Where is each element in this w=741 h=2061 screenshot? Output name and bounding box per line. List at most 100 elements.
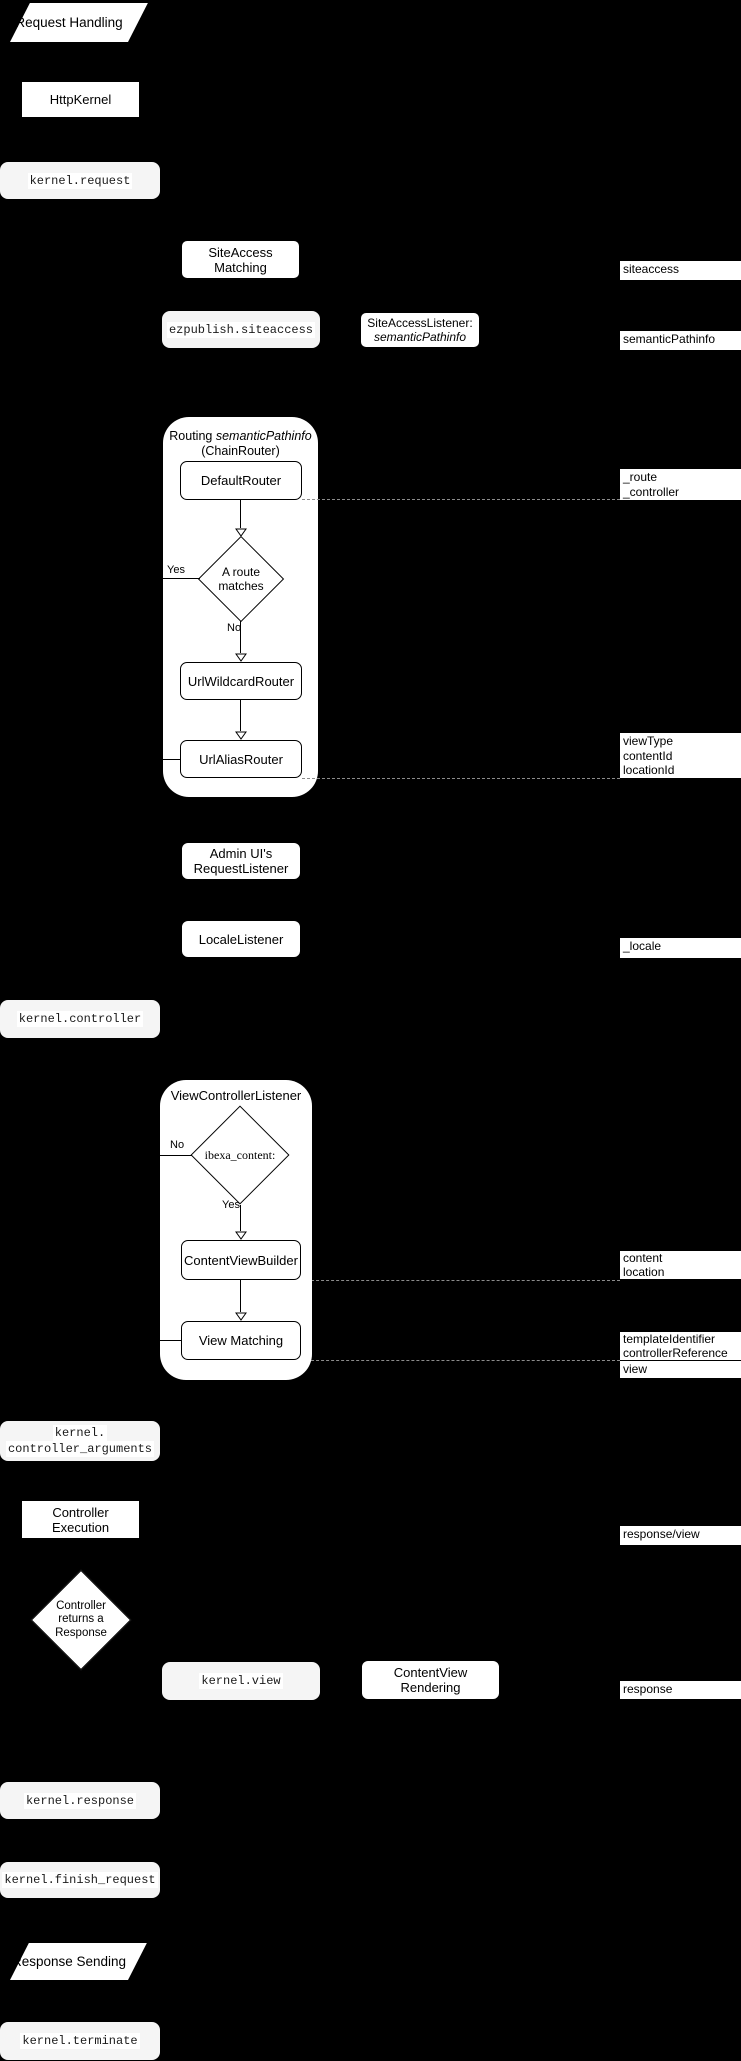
response-sending-label: Response Sending (11, 1954, 127, 1969)
kernel-view-label: kernel.view (199, 1673, 283, 1689)
siteaccess-listener-line1: SiteAccessListener: (367, 316, 473, 330)
contentview-rendering-node: ContentView Rendering (361, 1660, 500, 1700)
kernel-view-event: kernel.view (162, 1662, 320, 1700)
route-matches-decision: A route matches (197, 535, 285, 623)
response-sending-node: Response Sending (10, 1943, 147, 1980)
connector-line (240, 1280, 241, 1312)
kernel-terminate-event: kernel.terminate (0, 2022, 160, 2060)
view-annotation: view (620, 1361, 741, 1378)
routing-title-subtitle: (ChainRouter) (201, 444, 280, 458)
ibexa-content-decision: ibexa_content: (190, 1105, 290, 1205)
arrowhead-down-icon (235, 1231, 247, 1240)
view-annotation-text: view (623, 1362, 648, 1376)
http-kernel-label: HttpKernel (49, 92, 112, 107)
kernel-controller-event: kernel.controller (0, 1000, 160, 1038)
contentview-rendering-label: ContentView Rendering (393, 1665, 468, 1695)
view-controller-group-title: ViewControllerListener (170, 1088, 302, 1103)
arrowhead-down-icon (235, 653, 247, 662)
routing-group-title: Routing semanticPathinfo (ChainRouter) (163, 429, 318, 459)
connector-line (240, 500, 241, 528)
view-matching-label: View Matching (198, 1333, 284, 1348)
siteaccess-listener-line2: semanticPathinfo (373, 330, 467, 344)
kernel-request-label: kernel.request (27, 172, 133, 189)
admin-ui-request-listener-node: Admin UI's RequestListener (181, 842, 301, 880)
controller-reference-annotation-text: controllerReference (623, 1345, 728, 1360)
admin-ui-line2: RequestListener (193, 861, 289, 876)
locale-annotation: _locale (620, 938, 741, 958)
content-location-annotation: content location (620, 1251, 741, 1279)
siteaccess-listener-node: SiteAccessListener: semanticPathinfo (360, 312, 480, 348)
locale-listener-node: LocaleListener (181, 920, 301, 958)
controller-returns-line2: returns a (58, 1613, 104, 1626)
connector-line (160, 1155, 192, 1156)
viewtype-annotation: viewType contentId locationId (620, 733, 741, 778)
route-annotation-text: _route (623, 470, 658, 484)
siteaccess-matching-label: SiteAccess Matching (208, 244, 273, 275)
ezpublish-siteaccess-event: ezpublish.siteaccess (162, 311, 320, 348)
content-annotation-text: content (623, 1251, 663, 1265)
admin-ui-line1: Admin UI's (209, 846, 273, 861)
route-matches-yes-label: Yes (167, 564, 185, 576)
controller-execution-label: Controller Execution (51, 1504, 110, 1535)
controller-returns-decision: Controller returns a Response (30, 1569, 132, 1671)
content-view-builder-node: ContentViewBuilder (181, 1240, 301, 1280)
locationid-annotation-text: locationId (623, 763, 675, 777)
kernel-controller-arguments-line1: kernel. (52, 1425, 108, 1441)
controller-returns-line1: Controller (56, 1599, 106, 1612)
routing-title-italic: semanticPathinfo (215, 429, 312, 443)
locale-annotation-text: _locale (623, 939, 662, 953)
kernel-response-label: kernel.response (23, 1792, 137, 1809)
response-view-annotation: response/view (620, 1526, 741, 1545)
connector-line (240, 621, 241, 653)
arrowhead-down-icon (235, 528, 247, 537)
viewtype-annotation-text: viewType (623, 734, 674, 748)
url-wildcard-router-label: UrlWildcardRouter (187, 673, 295, 689)
dashed-connector (302, 499, 620, 500)
template-controller-annotation: templateIdentifier controllerReference (620, 1332, 741, 1360)
request-handling-label: Request Handling (15, 15, 123, 30)
connector-line (163, 578, 200, 579)
url-alias-router-label: UrlAliasRouter (199, 751, 283, 767)
contentid-annotation-text: contentId (623, 748, 673, 763)
semantic-pathinfo-annotation-text: semanticPathinfo (623, 332, 716, 346)
kernel-finish-request-event: kernel.finish_request (0, 1862, 160, 1898)
url-alias-router-node: UrlAliasRouter (180, 740, 302, 778)
connector-line (163, 759, 180, 760)
semantic-pathinfo-annotation: semanticPathinfo (620, 331, 741, 350)
response-annotation-text: response (623, 1682, 673, 1696)
dashed-connector (301, 1360, 620, 1361)
ezpublish-siteaccess-label: ezpublish.siteaccess (166, 321, 316, 338)
connector-line (160, 1340, 181, 1341)
content-view-builder-label: ContentViewBuilder (184, 1252, 298, 1268)
ibexa-content-text: ibexa_content: (204, 1148, 276, 1162)
connector-line (240, 1205, 241, 1231)
route-matches-no-label: No (227, 622, 242, 634)
template-identifier-annotation-text: templateIdentifier (623, 1332, 716, 1346)
url-wildcard-router-node: UrlWildcardRouter (180, 662, 302, 700)
arrowhead-down-icon (235, 731, 247, 740)
controller-returns-line3: Response (55, 1626, 107, 1639)
kernel-controller-label: kernel.controller (16, 1011, 144, 1027)
default-router-label: DefaultRouter (200, 473, 282, 488)
response-annotation: response (620, 1681, 741, 1699)
route-matches-line2: matches (218, 579, 264, 593)
controller-annotation-text: _controller (623, 484, 680, 499)
kernel-terminate-label: kernel.terminate (20, 2033, 140, 2049)
kernel-controller-arguments-line2: controller_arguments (5, 1441, 155, 1457)
locale-listener-label: LocaleListener (198, 931, 284, 947)
kernel-request-event: kernel.request (0, 162, 160, 199)
dashed-connector (302, 778, 620, 779)
controller-execution-node: Controller Execution (21, 1500, 140, 1539)
siteaccess-annotation-text: siteaccess (623, 262, 680, 276)
default-router-node: DefaultRouter (180, 461, 302, 500)
kernel-controller-arguments-event: kernel. controller_arguments (0, 1421, 160, 1461)
response-view-annotation-text: response/view (623, 1527, 700, 1541)
route-controller-annotation: _route _controller (620, 469, 741, 500)
routing-title-prefix: Routing (169, 429, 216, 443)
arrowhead-down-icon (235, 1312, 247, 1321)
view-matching-node: View Matching (181, 1321, 301, 1360)
http-kernel-node: HttpKernel (21, 81, 140, 118)
dashed-connector (301, 1280, 620, 1281)
siteaccess-annotation: siteaccess (620, 261, 741, 280)
